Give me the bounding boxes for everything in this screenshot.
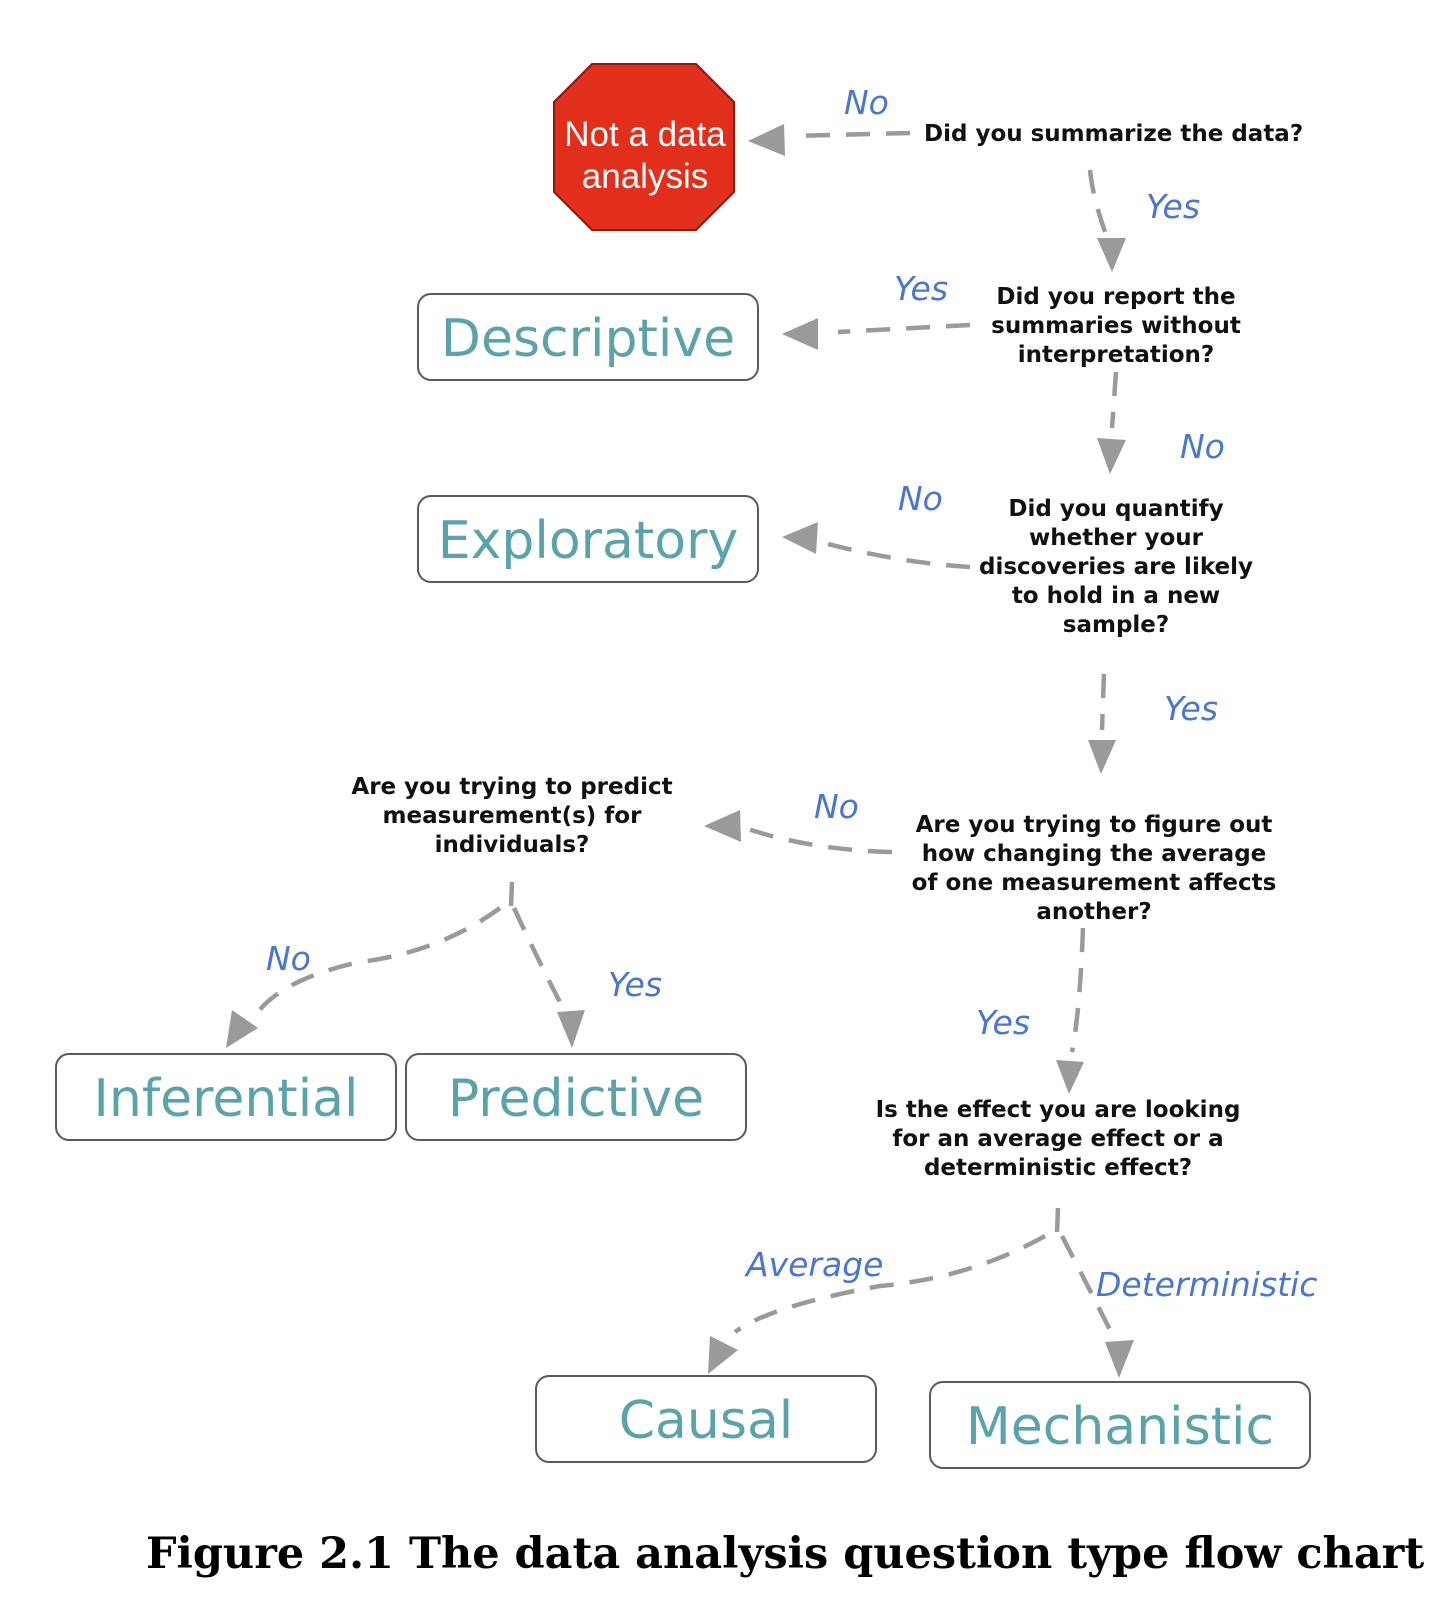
- question-changing-line-3: of one measurement affects: [912, 870, 1277, 896]
- answer-label-q2-no: No: [1180, 427, 1225, 466]
- question-quantify-line-2: whether your: [1029, 525, 1204, 551]
- edge-q6-stem: [1054, 1207, 1061, 1233]
- question-quantify-discoveries: Did you quantify whether your discoverie…: [979, 496, 1253, 638]
- result-causal: Causal: [535, 1375, 877, 1463]
- arrowhead-q2-no: [1097, 438, 1126, 474]
- question-report-line-1: Did you report the: [996, 284, 1235, 310]
- result-mechanistic: Mechanistic: [929, 1381, 1311, 1469]
- question-report-line-3: interpretation?: [1018, 342, 1215, 368]
- edge-q4-no: [744, 825, 893, 855]
- result-box-causal: [535, 1375, 877, 1463]
- edge-q1-yes: [1087, 169, 1111, 241]
- arrowhead-q5-yes: [557, 1010, 585, 1048]
- question-quantify-line-4: to hold in a new: [1012, 583, 1220, 609]
- edge-q4-yes: [1069, 927, 1086, 1053]
- edge-q6-deterministic: [1060, 1234, 1113, 1332]
- question-changing-average: Are you trying to figure out how changin…: [912, 812, 1277, 925]
- question-report-without-interpretation: Did you report the summaries without int…: [991, 284, 1241, 368]
- question-effect-line-3: deterministic effect?: [924, 1155, 1192, 1181]
- result-predictive: Predictive: [405, 1053, 747, 1141]
- answer-label-q3-yes: Yes: [1164, 689, 1218, 728]
- arrowhead-q4-yes: [1056, 1060, 1084, 1094]
- result-label-predictive: Predictive: [448, 1069, 704, 1129]
- result-label-descriptive: Descriptive: [441, 309, 735, 369]
- question-predict-line-1: Are you trying to predict: [351, 774, 672, 800]
- result-label-mechanistic: Mechanistic: [966, 1397, 1274, 1457]
- answer-label-q6-average: Average: [744, 1245, 883, 1284]
- stop-octagon-icon: [553, 63, 735, 231]
- answer-labels: No Yes Yes No No Yes No Yes No Yes Avera…: [266, 83, 1317, 1304]
- edge-q6-average: [733, 1234, 1047, 1334]
- question-changing-line-4: another?: [1036, 899, 1151, 925]
- result-box-predictive: [405, 1053, 747, 1141]
- edge-q5-no: [256, 906, 502, 1014]
- edge-q1-no: [789, 130, 911, 139]
- result-label-exploratory: Exploratory: [438, 511, 739, 571]
- arrowhead-q3-no: [782, 522, 818, 554]
- edge-q3-no: [819, 539, 971, 570]
- question-changing-line-2: how changing the average: [922, 841, 1267, 867]
- question-effect-line-2: for an average effect or a: [892, 1126, 1223, 1152]
- arrowhead-q2-yes: [782, 318, 818, 350]
- result-box-descriptive: [417, 293, 759, 381]
- stop-sign-not-a-data-analysis: Not a data analysis: [553, 63, 735, 231]
- question-quantify-line-1: Did you quantify: [1008, 496, 1223, 522]
- arrowhead-q1-yes: [1097, 238, 1126, 272]
- result-label-inferential: Inferential: [94, 1069, 359, 1129]
- question-quantify-line-5: sample?: [1063, 612, 1169, 638]
- answer-label-q4-no: No: [814, 787, 859, 826]
- answer-label-q5-yes: Yes: [608, 965, 662, 1004]
- arrowhead-q3-yes: [1088, 740, 1116, 774]
- stop-label-line-2: analysis: [582, 157, 708, 196]
- question-predict-individuals: Are you trying to predict measurement(s)…: [351, 774, 672, 858]
- answer-label-q2-yes: Yes: [894, 269, 948, 308]
- arrowhead-q6-average: [708, 1336, 738, 1374]
- answer-label-q3-no: No: [898, 479, 943, 518]
- result-box-inferential: [55, 1053, 397, 1141]
- answer-label-q5-no: No: [266, 939, 311, 978]
- edge-q2-no: [1109, 371, 1119, 429]
- result-inferential: Inferential: [55, 1053, 397, 1141]
- result-label-causal: Causal: [619, 1391, 794, 1451]
- result-exploratory: Exploratory: [417, 495, 759, 583]
- question-effect-line-1: Is the effect you are looking: [876, 1097, 1241, 1123]
- edge-q5-stem: [508, 881, 515, 907]
- edges: [226, 124, 1134, 1378]
- result-descriptive: Descriptive: [417, 293, 759, 381]
- question-changing-line-1: Are you trying to figure out: [916, 812, 1273, 838]
- edge-q3-yes: [1099, 673, 1107, 731]
- arrowhead-q6-deterministic: [1105, 1340, 1134, 1378]
- result-box-exploratory: [417, 495, 759, 583]
- result-box-mechanistic: [929, 1381, 1311, 1469]
- question-predict-line-3: individuals?: [435, 832, 590, 858]
- answer-label-q6-deterministic: Deterministic: [1096, 1265, 1317, 1304]
- question-report-line-2: summaries without: [991, 313, 1241, 339]
- question-average-or-deterministic: Is the effect you are looking for an ave…: [876, 1097, 1241, 1181]
- stop-label-line-1: Not a data: [564, 115, 726, 154]
- figure-caption: Figure 2.1 The data analysis question ty…: [146, 1529, 1424, 1579]
- arrowhead-q4-no: [704, 810, 741, 842]
- edge-q5-yes: [511, 907, 564, 1008]
- question-summarize: Did you summarize the data?: [924, 121, 1303, 147]
- question-quantify-line-3: discoveries are likely: [979, 554, 1253, 580]
- arrowhead-q1-no: [748, 124, 785, 156]
- answer-label-q4-yes: Yes: [976, 1003, 1030, 1042]
- answer-label-q1-yes: Yes: [1146, 187, 1200, 226]
- answer-label-q1-no: No: [844, 83, 889, 122]
- question-predict-line-2: measurement(s) for: [383, 803, 643, 829]
- question-summarize-line-1: Did you summarize the data?: [924, 121, 1303, 147]
- edge-q2-yes: [837, 322, 971, 335]
- arrowhead-q5-no: [226, 1010, 258, 1048]
